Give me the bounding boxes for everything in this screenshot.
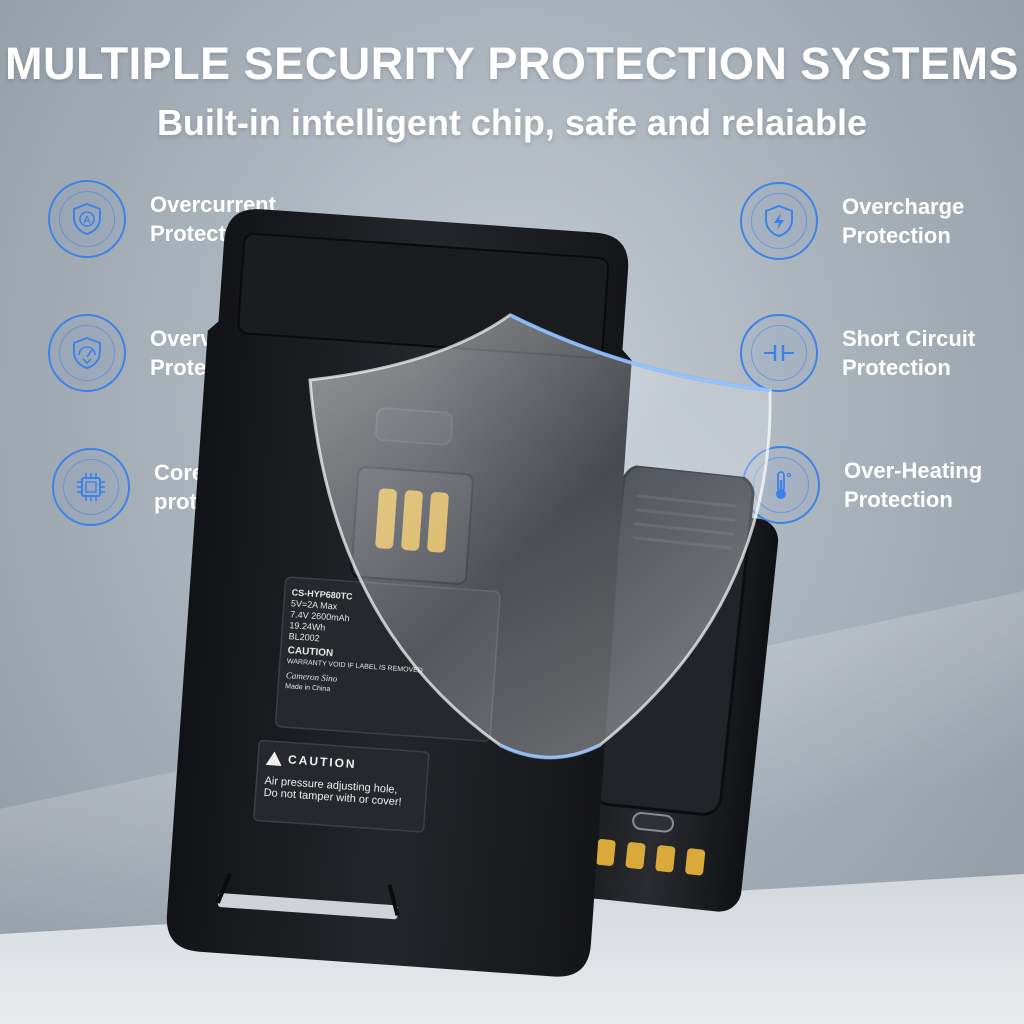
svg-text:A: A (83, 215, 90, 226)
feature-short-circuit: Short Circuit Protection (740, 314, 1012, 392)
battery-contacts (595, 839, 706, 876)
feature-label: Over-Heating Protection (844, 458, 983, 512)
overcurrent-icon: A (48, 180, 126, 258)
feature-label: Short Circuit Protection (842, 326, 976, 380)
page-title: MULTIPLE SECURITY PROTECTION SYSTEMS (5, 38, 1019, 89)
chip-icon (52, 448, 130, 526)
warning-icon (265, 750, 283, 766)
overcharge-icon (740, 182, 818, 260)
short-circuit-icon (740, 314, 818, 392)
feature-label: Overcharge Protection (842, 194, 965, 248)
usb-c-port (632, 812, 675, 833)
feature-overcharge: Overcharge Protection (740, 182, 1012, 260)
shield-graphic (308, 313, 772, 760)
page-subtitle: Built-in intelligent chip, safe and rela… (156, 102, 868, 143)
overvoltage-icon (48, 314, 126, 392)
